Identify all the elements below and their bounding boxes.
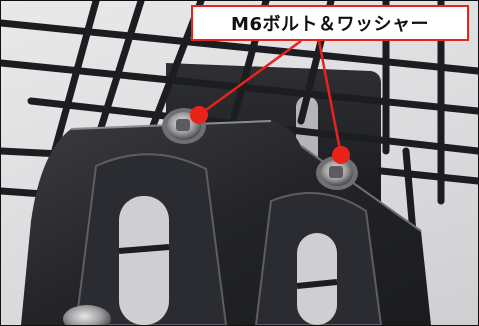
callout-label: M6ボルト＆ワッシャー bbox=[231, 14, 429, 35]
plate-edge-highlight-right bbox=[300, 145, 422, 232]
marker-right bbox=[332, 146, 350, 164]
callout-leader-lines bbox=[198, 39, 343, 156]
slot-wire-right bbox=[296, 279, 338, 289]
plate-slot-right bbox=[297, 233, 337, 325]
bolt-lower bbox=[63, 305, 111, 325]
plate-slot-left bbox=[119, 196, 169, 325]
bolt-washer-callout: M6ボルト＆ワッシャー bbox=[191, 5, 469, 41]
slot-wire-left bbox=[118, 244, 170, 254]
marker-left bbox=[190, 106, 208, 124]
bolt-washer-right bbox=[316, 156, 358, 190]
